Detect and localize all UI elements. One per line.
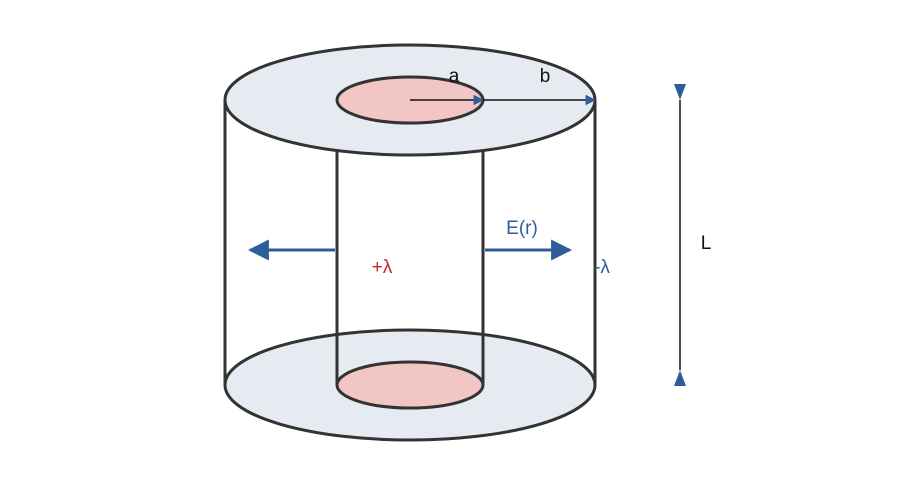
length-dimension: L [674,84,711,386]
inner-radius-label: a [449,66,460,87]
bottom-face [223,328,597,442]
outer-charge-label: -λ [594,257,610,278]
inner-charge-label: +λ [372,257,393,278]
field-arrows: E(r) [247,218,573,261]
radius-arrows: a b [410,66,597,106]
outer-radius-label: b [540,66,551,87]
length-arrowhead-top [674,84,686,100]
length-arrowhead-bottom [674,370,686,386]
inner-bottom-face [335,360,485,410]
length-label: L [701,233,712,254]
field-label: E(r) [506,218,538,239]
